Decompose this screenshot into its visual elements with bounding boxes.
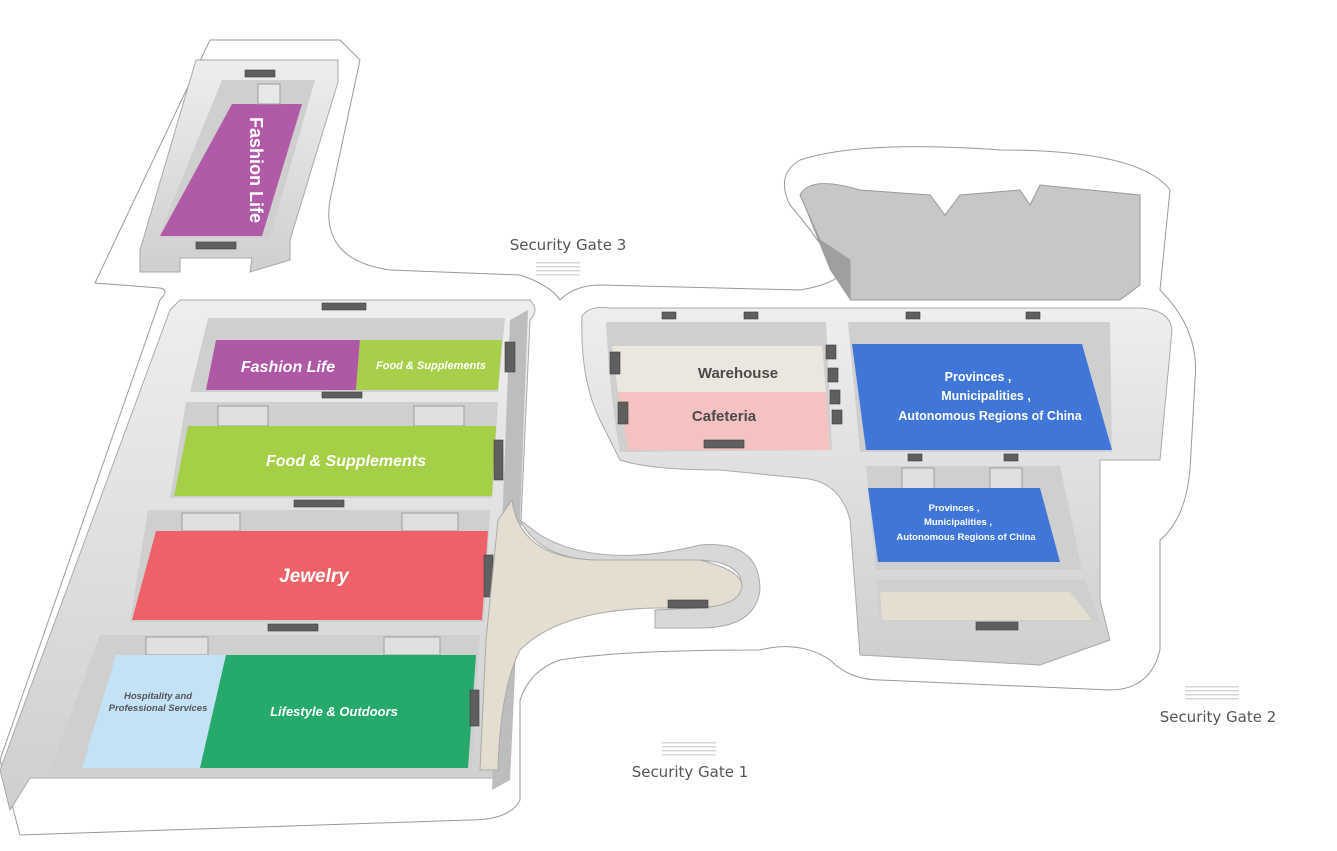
door-icon bbox=[907, 453, 923, 462]
zone-fashion-life[interactable] bbox=[206, 340, 360, 390]
north-building: Fashion Life bbox=[139, 59, 339, 273]
zone-label-provinces-small-line3: Autonomous Regions of China bbox=[896, 532, 1036, 543]
gate-label-1: Security Gate 1 bbox=[632, 763, 749, 781]
zone-label-cafeteria: Cafeteria bbox=[692, 408, 757, 425]
door-icon bbox=[703, 439, 745, 449]
door-icon bbox=[661, 311, 677, 320]
zone-fashion-life-north[interactable] bbox=[160, 104, 302, 236]
zone-label-jewelry: Jewelry bbox=[279, 566, 350, 587]
door-icon bbox=[667, 599, 709, 609]
door-icon bbox=[244, 69, 276, 78]
door-icon bbox=[905, 311, 921, 320]
zone-label-provinces-large-line1: Provinces , bbox=[945, 370, 1012, 384]
east-building bbox=[581, 183, 1173, 666]
zone-warehouse[interactable] bbox=[612, 346, 826, 392]
zone-provinces-small[interactable] bbox=[868, 488, 1060, 562]
security-gate-2[interactable]: Security Gate 2 bbox=[1160, 686, 1277, 726]
gate-label-3: Security Gate 3 bbox=[510, 236, 627, 254]
connecting-corridor bbox=[479, 498, 761, 771]
zone-label-food-supplements-small: Food & Supplements bbox=[376, 360, 486, 372]
zone-label-provinces-small-line2: Municipalities , bbox=[924, 517, 992, 528]
zone-label-fashion-life: Fashion Life bbox=[241, 359, 335, 376]
zone-food-supplements-small[interactable] bbox=[356, 340, 502, 390]
zone-label-warehouse: Warehouse bbox=[698, 365, 778, 382]
door-icon bbox=[195, 241, 237, 250]
door-icon bbox=[617, 401, 629, 425]
door-icon bbox=[1025, 311, 1041, 320]
zone-food-supplements[interactable] bbox=[174, 426, 496, 496]
door-icon bbox=[1003, 453, 1019, 462]
door-icon bbox=[321, 302, 367, 311]
door-icon bbox=[267, 623, 319, 632]
door-icon bbox=[975, 621, 1019, 631]
security-gate-1[interactable]: Security Gate 1 bbox=[632, 742, 749, 781]
door-icon bbox=[293, 499, 345, 508]
door-icon bbox=[825, 344, 837, 360]
door-icon bbox=[829, 389, 841, 405]
zone-jewelry[interactable] bbox=[132, 531, 488, 620]
gate-label-2: Security Gate 2 bbox=[1160, 708, 1277, 726]
security-gate-3[interactable]: Security Gate 3 bbox=[510, 236, 627, 276]
door-icon bbox=[321, 391, 363, 399]
zone-lifestyle-outdoors[interactable] bbox=[200, 655, 476, 768]
zone-cafeteria[interactable] bbox=[618, 392, 830, 450]
west-building bbox=[0, 299, 536, 812]
door-icon bbox=[831, 409, 843, 425]
door-icon bbox=[469, 689, 480, 727]
zone-label-hospitality-line2: Professional Services bbox=[109, 703, 208, 714]
zone-label-provinces-large-line2: Municipalities , bbox=[941, 389, 1031, 403]
gate-icon bbox=[1185, 686, 1239, 700]
zone-provinces-large[interactable] bbox=[852, 344, 1112, 450]
zone-label-hospitality-line1: Hospitality and bbox=[124, 691, 192, 702]
door-icon bbox=[493, 439, 504, 481]
zone-label-provinces-small-line1: Provinces , bbox=[929, 503, 980, 514]
door-icon bbox=[827, 367, 839, 383]
zone-label-lifestyle-outdoors: Lifestyle & Outdoors bbox=[270, 704, 398, 719]
door-icon bbox=[504, 341, 516, 373]
zone-label-fashion-life-north: Fashion Life bbox=[246, 117, 266, 223]
gate-icon bbox=[536, 262, 580, 276]
site-boundary bbox=[0, 39, 1197, 836]
door-icon bbox=[743, 311, 759, 320]
zone-label-food-supplements: Food & Supplements bbox=[266, 453, 426, 470]
gate-icon bbox=[662, 742, 716, 756]
door-icon bbox=[609, 351, 621, 375]
zone-hospitality[interactable] bbox=[82, 655, 226, 768]
zone-label-provinces-large-line3: Autonomous Regions of China bbox=[898, 409, 1082, 423]
